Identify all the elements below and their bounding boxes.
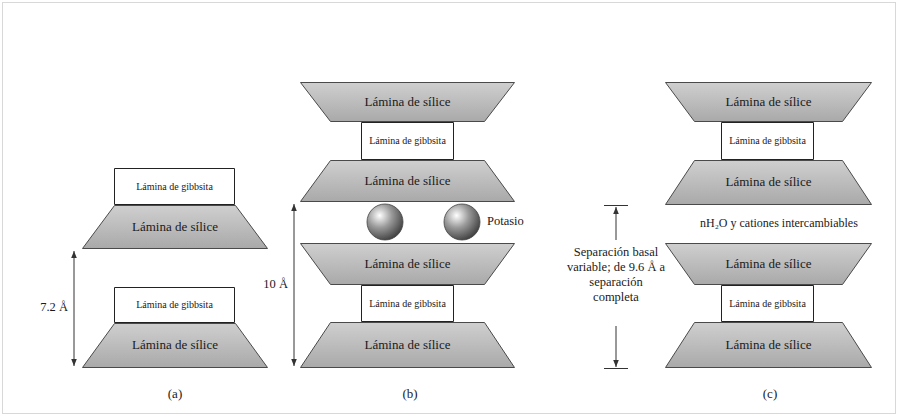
silica-sheet: Lámina de sílice: [665, 322, 872, 368]
dimension-label: 7.2 Å: [22, 300, 68, 315]
gibbsite-sheet: Lámina de gibbsita: [721, 285, 814, 322]
gibbsite-outline: [362, 286, 454, 322]
dimension-arrow: [294, 204, 295, 366]
ion-label: Potasio: [487, 214, 557, 229]
panel-label: (b): [390, 386, 430, 401]
interlayer-label: nH₂O y cationes intercambiables: [700, 216, 894, 231]
silica-outline: [666, 161, 872, 205]
potassium-ion: [444, 204, 480, 240]
sheet-name: Lámina de gibbsita: [729, 298, 806, 310]
dimension-arrow: [616, 326, 617, 367]
gibbsite-sheet: Lámina de gibbsita: [114, 168, 235, 205]
panel-label: (a): [155, 386, 195, 401]
gibbsite-outline: [722, 123, 814, 160]
silica-outline: [83, 324, 268, 368]
silica-sheet: Lámina de sílice: [300, 82, 515, 122]
gibbsite-outline: [362, 123, 454, 160]
silica-outline: [301, 161, 515, 202]
gibbsite-outline: [115, 169, 235, 205]
sheet-name: Lámina de gibbsita: [136, 181, 213, 193]
frame: [3, 3, 896, 414]
sheet-name: Lámina de sílice: [726, 95, 812, 110]
gibbsite-sheet: Lámina de gibbsita: [114, 287, 235, 323]
silica-sheet: Lámina de sílice: [82, 205, 268, 249]
sheet-name: Lámina de sílice: [726, 257, 812, 272]
potassium-ion: [367, 204, 403, 240]
gibbsite-sheet: Lámina de gibbsita: [361, 285, 454, 322]
dimension-arrow: [616, 207, 617, 240]
silica-outline: [301, 323, 515, 368]
sheet-name: Lámina de sílice: [726, 175, 812, 190]
dimension-arrow: [74, 251, 75, 366]
silica-sheet: Lámina de sílice: [82, 323, 268, 368]
dimension-tick: [604, 368, 628, 369]
sheet-name: Lámina de gibbsita: [729, 135, 806, 147]
dimension-tick: [604, 205, 628, 206]
sheet-name: Lámina de sílice: [365, 338, 451, 353]
gibbsite-sheet: Lámina de gibbsita: [361, 122, 454, 160]
sheet-name: Lámina de gibbsita: [136, 299, 213, 311]
gibbsite-outline: [722, 286, 814, 322]
silica-sheet: Lámina de sílice: [665, 160, 872, 205]
silica-sheet: Lámina de sílice: [665, 243, 872, 285]
dimension-label: Separación basal variable; de 9.6 Å a se…: [566, 245, 666, 305]
silica-outline: [666, 323, 872, 368]
sheet-name: Lámina de sílice: [132, 220, 218, 235]
sheet-name: Lámina de sílice: [132, 338, 218, 353]
silica-outline: [666, 244, 872, 285]
sheet-name: Lámina de sílice: [365, 174, 451, 189]
panel-label: (c): [750, 386, 790, 401]
sheet-name: Lámina de gibbsita: [369, 135, 446, 147]
sheet-name: Lámina de sílice: [365, 257, 451, 272]
sheet-name: Lámina de sílice: [365, 95, 451, 110]
sheet-name: Lámina de gibbsita: [369, 298, 446, 310]
sheet-name: Lámina de sílice: [726, 338, 812, 353]
silica-sheet: Lámina de sílice: [300, 322, 515, 368]
silica-sheet: Lámina de sílice: [300, 243, 515, 285]
silica-sheet: Lámina de sílice: [300, 160, 515, 202]
gibbsite-outline: [115, 288, 235, 323]
silica-sheet: Lámina de sílice: [665, 82, 872, 122]
gibbsite-sheet: Lámina de gibbsita: [721, 122, 814, 160]
silica-outline: [666, 83, 872, 122]
dimension-label: 10 Å: [240, 277, 288, 292]
silica-outline: [301, 83, 515, 122]
silica-outline: [301, 244, 515, 285]
silica-outline: [83, 206, 268, 249]
